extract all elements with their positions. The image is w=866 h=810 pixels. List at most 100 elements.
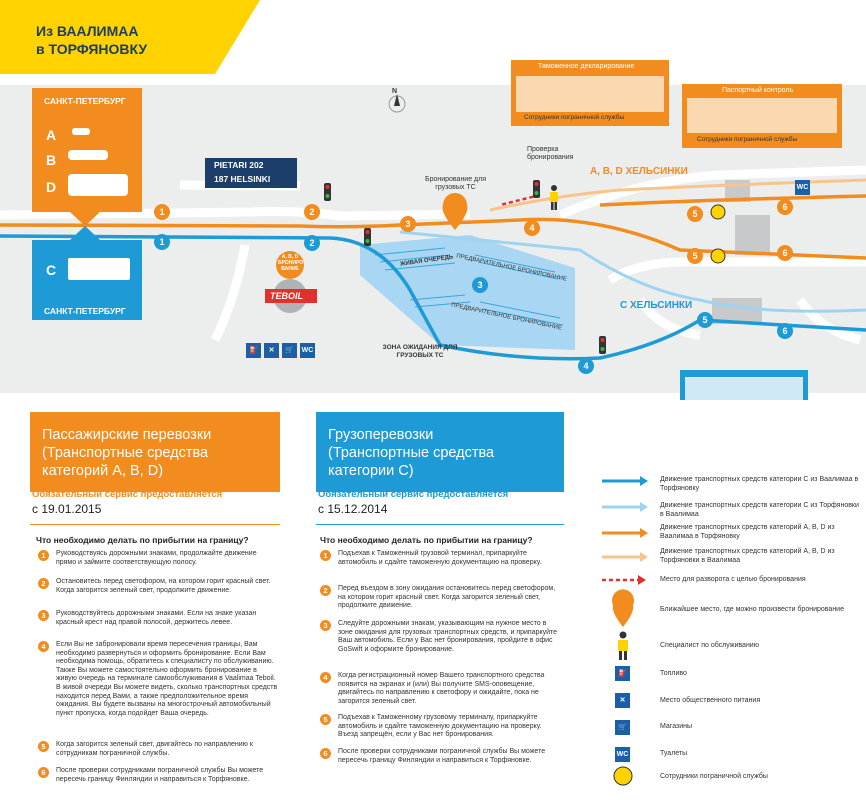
wc-icon: WC (615, 747, 630, 762)
legend-item: Топливо (660, 670, 687, 677)
cargo-terminal-box (680, 370, 808, 400)
booking-check-label: Проверка бронирования (527, 146, 574, 161)
legend-item: Движение транспортных средств категории … (660, 502, 859, 518)
svg-text:5: 5 (692, 209, 697, 219)
route-c (0, 234, 866, 361)
legend-item: Специалист по обслуживанию (660, 642, 759, 649)
truck-booking-label: Бронирование для грузовых ТС (424, 176, 487, 191)
map-pin-icon (612, 589, 634, 627)
border-guard-icon (710, 204, 726, 264)
waiting-zone-label: ЗОНА ОЖИДАНИЯ ДЛЯ ГРУЗОВЫХ ТС (382, 344, 458, 359)
category-d: D (46, 179, 57, 195)
cargo-panel: Грузоперевозки (Транспортные средства ка… (316, 412, 564, 492)
cargo-step-6: После проверки сотрудниками пограничной … (338, 748, 546, 764)
title-line-2: в ТОРФЯНОВКУ (36, 41, 148, 57)
route-abd-return (489, 178, 866, 212)
passenger-divider (30, 524, 280, 525)
passenger-step-5: Когда загорится зеленый свет, двигайтесь… (56, 741, 253, 757)
parking-stripes (374, 247, 564, 326)
legend-symbols (602, 476, 648, 786)
route-markers: 1 1 2 2 3 3 4 4 5 5 5 6 6 6 (154, 199, 793, 374)
cargo-step-3: Следуйте дорожными знакам, указывающим н… (338, 620, 558, 653)
cargo-step-1: Подъехав к Таможенный грузовой терминал,… (338, 550, 542, 566)
wc-icon-map: WC (795, 180, 810, 195)
restaurant-icon: ✕ (615, 693, 630, 708)
road-sign-line-2: 187 HELSINKI (214, 174, 271, 184)
customs-declaring-label: Таможенное декларирование (538, 63, 635, 70)
svg-text:6: 6 (782, 326, 787, 336)
border-guards-label-2: Сотрудники пограничной службы (697, 136, 798, 143)
spb-label-bottom: САНКТ-ПЕТЕРБУРГ (44, 306, 126, 316)
cart-icon: 🛒 (615, 720, 630, 735)
cargo-heading: Грузоперевозки (Транспортные средства ка… (328, 427, 495, 479)
customs-declaring-box (511, 60, 669, 126)
teboil-booking-badge: A, B, D БРОНИРО-ВАНИЕ (278, 254, 305, 272)
svg-text:6: 6 (782, 202, 787, 212)
legend-item: Движение транспортных средств категорий … (660, 524, 835, 540)
compass-icon (388, 94, 406, 113)
fuel-icon: ⛽ (615, 666, 630, 681)
cargo-divider (316, 524, 564, 525)
legend-item: Ближайшее место, где можно произвести бр… (660, 606, 844, 613)
blue-arrow-icon (602, 476, 648, 486)
step-number: 4 (320, 672, 331, 683)
wc-icon: WC (300, 343, 315, 358)
svg-text:1: 1 (159, 207, 164, 217)
cargo-question: Что необходимо делать по прибытии на гра… (320, 535, 533, 545)
title-banner (0, 0, 260, 74)
category-a: A (46, 127, 57, 143)
teboil-services: ⛽ ✕ 🛒 WC (246, 343, 332, 359)
passenger-step-2: Остановитесь перед светофором, на которо… (56, 578, 271, 594)
helsinki-abd-label: A, B, D ХЕЛЬСИНКИ (590, 166, 688, 177)
step-number: 1 (320, 550, 331, 561)
passenger-panel: Пассажирские перевозки (Транспортные сре… (30, 412, 280, 492)
road-sign-line-1: PIETARI 202 (214, 160, 264, 170)
svg-text:2: 2 (309, 238, 314, 248)
title-line-1: Из ВААЛИМАА (36, 23, 139, 39)
border-guards-label-1: Сотрудники пограничной службы (524, 114, 625, 121)
route-c-return (399, 230, 866, 313)
legend-item: Место общественного питания (660, 697, 761, 704)
passenger-service-date: с 19.01.2015 (32, 502, 102, 516)
svg-text:5: 5 (702, 315, 707, 325)
step-number: 2 (38, 578, 49, 589)
legend-item: Магазины (660, 723, 693, 730)
step-number: 4 (38, 641, 49, 652)
step-number: 5 (38, 741, 49, 752)
svg-text:4: 4 (583, 361, 588, 371)
vehicle-icons (68, 128, 130, 280)
passenger-panel-bg (30, 412, 280, 492)
svg-text:2: 2 (309, 207, 314, 217)
cargo-step-5: Подъехав к Таможенному грузовому термина… (338, 714, 542, 739)
restaurant-icon: ✕ (264, 343, 279, 358)
passport-control-label: Паспортный контроль (722, 87, 794, 94)
orange-arrow-icon (602, 528, 648, 538)
traffic-light-icon (324, 180, 606, 354)
legend-item: Движение транспортных средств категории … (660, 476, 859, 492)
map-pin-icon (442, 193, 468, 230)
border-map: 1 1 2 2 3 3 4 4 5 5 5 6 6 6 (0, 60, 866, 400)
staff-icon (618, 631, 628, 660)
north-label: N (392, 88, 398, 95)
step-number: 5 (320, 714, 331, 725)
staff-icon (550, 185, 558, 210)
passenger-step-1: Руководствуясь дорожными знаками, продол… (56, 550, 257, 566)
svg-text:5: 5 (692, 251, 697, 261)
legend-item: Место для разворота с целью бронирования (660, 576, 806, 583)
category-c: C (46, 262, 57, 278)
category-b: B (46, 152, 57, 168)
cargo-service-date: с 15.12.2014 (318, 502, 388, 516)
legend-item: Сотрудники пограничной службы (660, 773, 768, 780)
teboil-label: TEBOIL (270, 291, 303, 301)
legend-item: Туалеты (660, 750, 688, 757)
page-title: Из ВААЛИМАА в ТОРФЯНОВКУ (36, 22, 147, 58)
svg-text:6: 6 (782, 248, 787, 258)
passenger-question: Что необходимо делать по прибытии на гра… (36, 535, 249, 545)
svg-text:4: 4 (529, 223, 534, 233)
cart-icon: 🛒 (282, 343, 297, 358)
step-number: 3 (320, 620, 331, 631)
light-orange-arrow-icon (602, 552, 648, 562)
light-blue-arrow-icon (602, 502, 648, 512)
cargo-step-2: Перед въездом в зону ожидания остановите… (338, 585, 556, 610)
passenger-step-4: Если Вы не забронировали время пересечен… (56, 641, 278, 717)
